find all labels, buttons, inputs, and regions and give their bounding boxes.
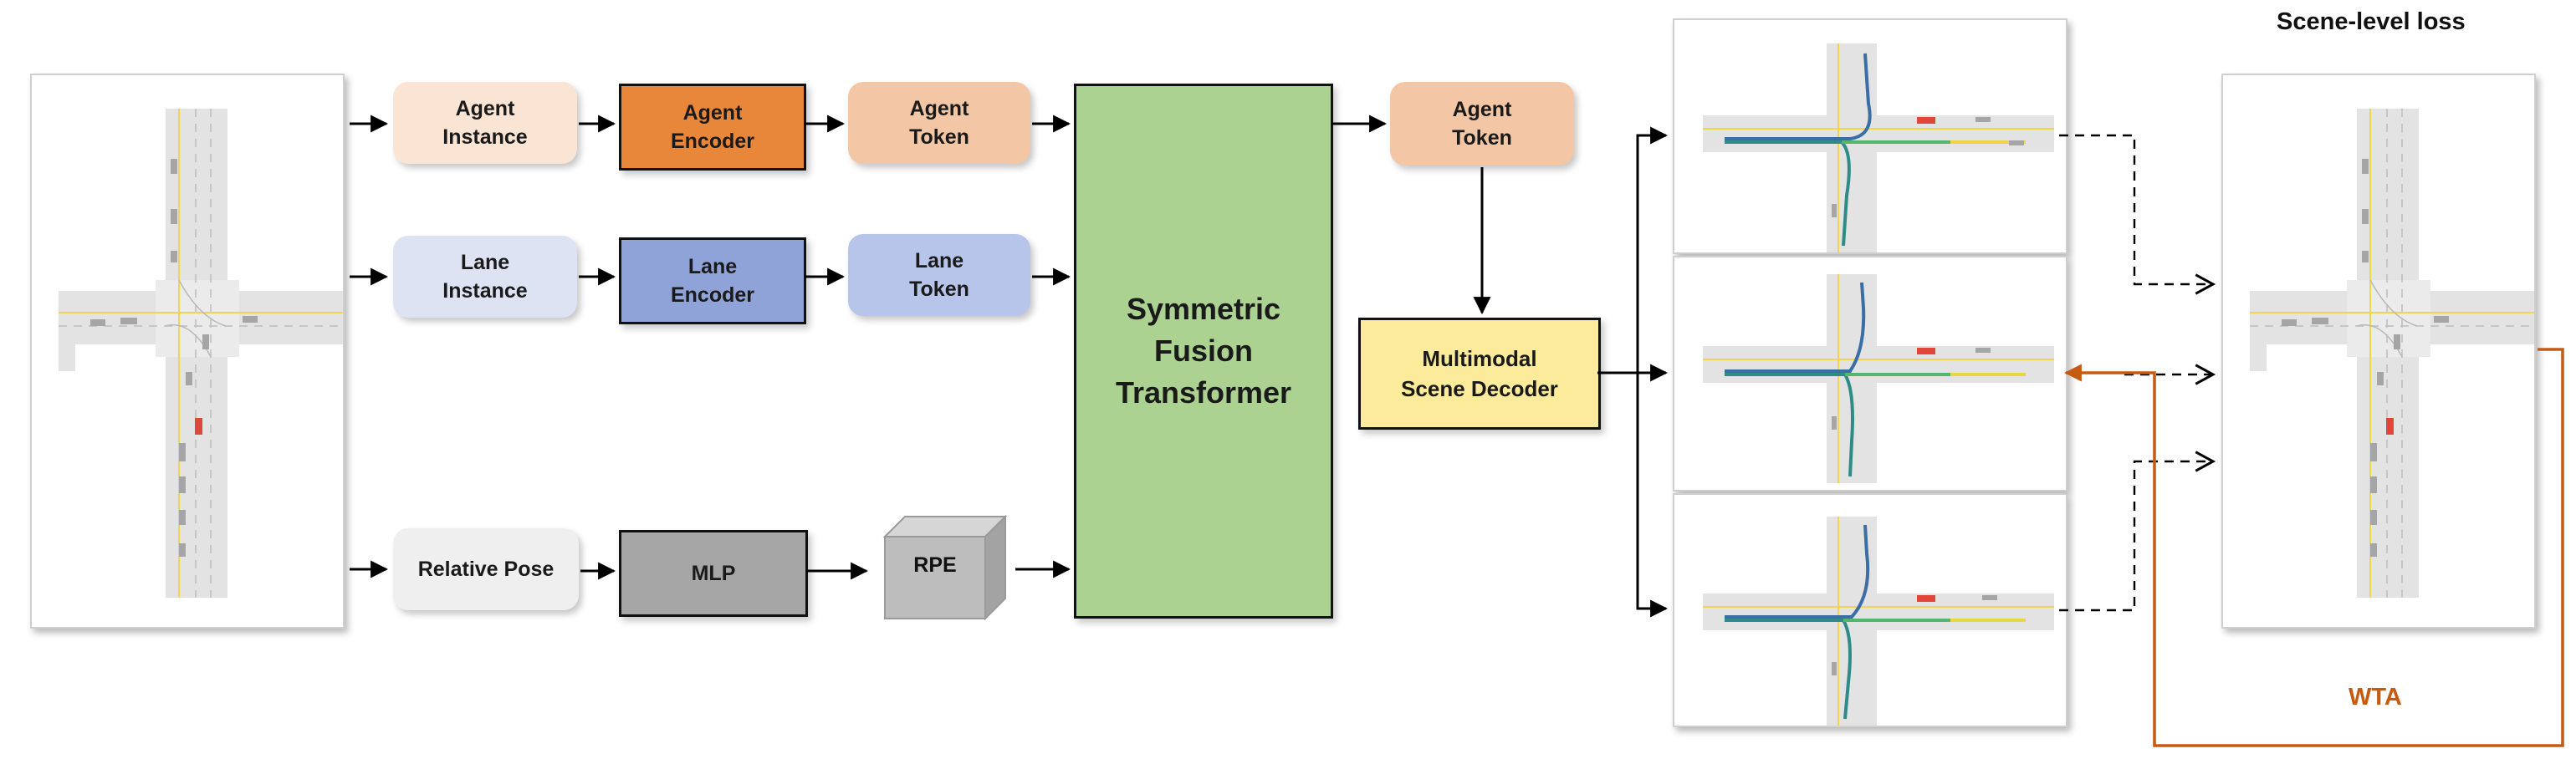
prediction-scene-3 (1673, 493, 2067, 727)
rpe-cube (882, 514, 1007, 621)
symmetric-fusion-transformer: Symmetric Fusion Transformer (1074, 84, 1333, 619)
mlp-box: MLP (619, 530, 808, 617)
agent-instance-box: Agent Instance (393, 82, 577, 164)
agent-token-box: Agent Token (848, 82, 1030, 164)
wta-feedback-loop (2063, 348, 2564, 747)
lane-instance-box: Lane Instance (393, 236, 577, 318)
rpe-label: RPE (913, 553, 957, 577)
scene-level-loss-title: Scene-level loss (2277, 8, 2466, 35)
relative-pose-box: Relative Pose (393, 528, 579, 610)
ground-truth-scene-map (2250, 109, 2534, 598)
input-scene-map (32, 75, 343, 627)
dashed-link-prediction-3 (2059, 451, 2216, 612)
dashed-link-prediction-1 (2059, 134, 2216, 295)
agent-encoder-box: Agent Encoder (619, 84, 806, 171)
prediction-scene-2 (1673, 256, 2067, 492)
ground-truth-scene-panel (2221, 74, 2536, 629)
prediction-2-map (1703, 274, 2054, 483)
prediction-1-map (1703, 43, 2054, 252)
input-scene-panel (30, 74, 345, 629)
wta-label: WTA (2349, 684, 2402, 711)
arrow-decoder-to-prediction-3 (1636, 373, 1669, 618)
prediction-scene-1 (1673, 18, 2067, 254)
output-agent-token-box: Agent Token (1390, 82, 1574, 166)
multimodal-scene-decoder: Multimodal Scene Decoder (1358, 318, 1601, 430)
prediction-3-map (1703, 517, 2054, 726)
lane-token-box: Lane Token (848, 234, 1030, 316)
arrow-decoder-to-prediction-1 (1597, 126, 1669, 374)
lane-encoder-box: Lane Encoder (619, 237, 806, 324)
